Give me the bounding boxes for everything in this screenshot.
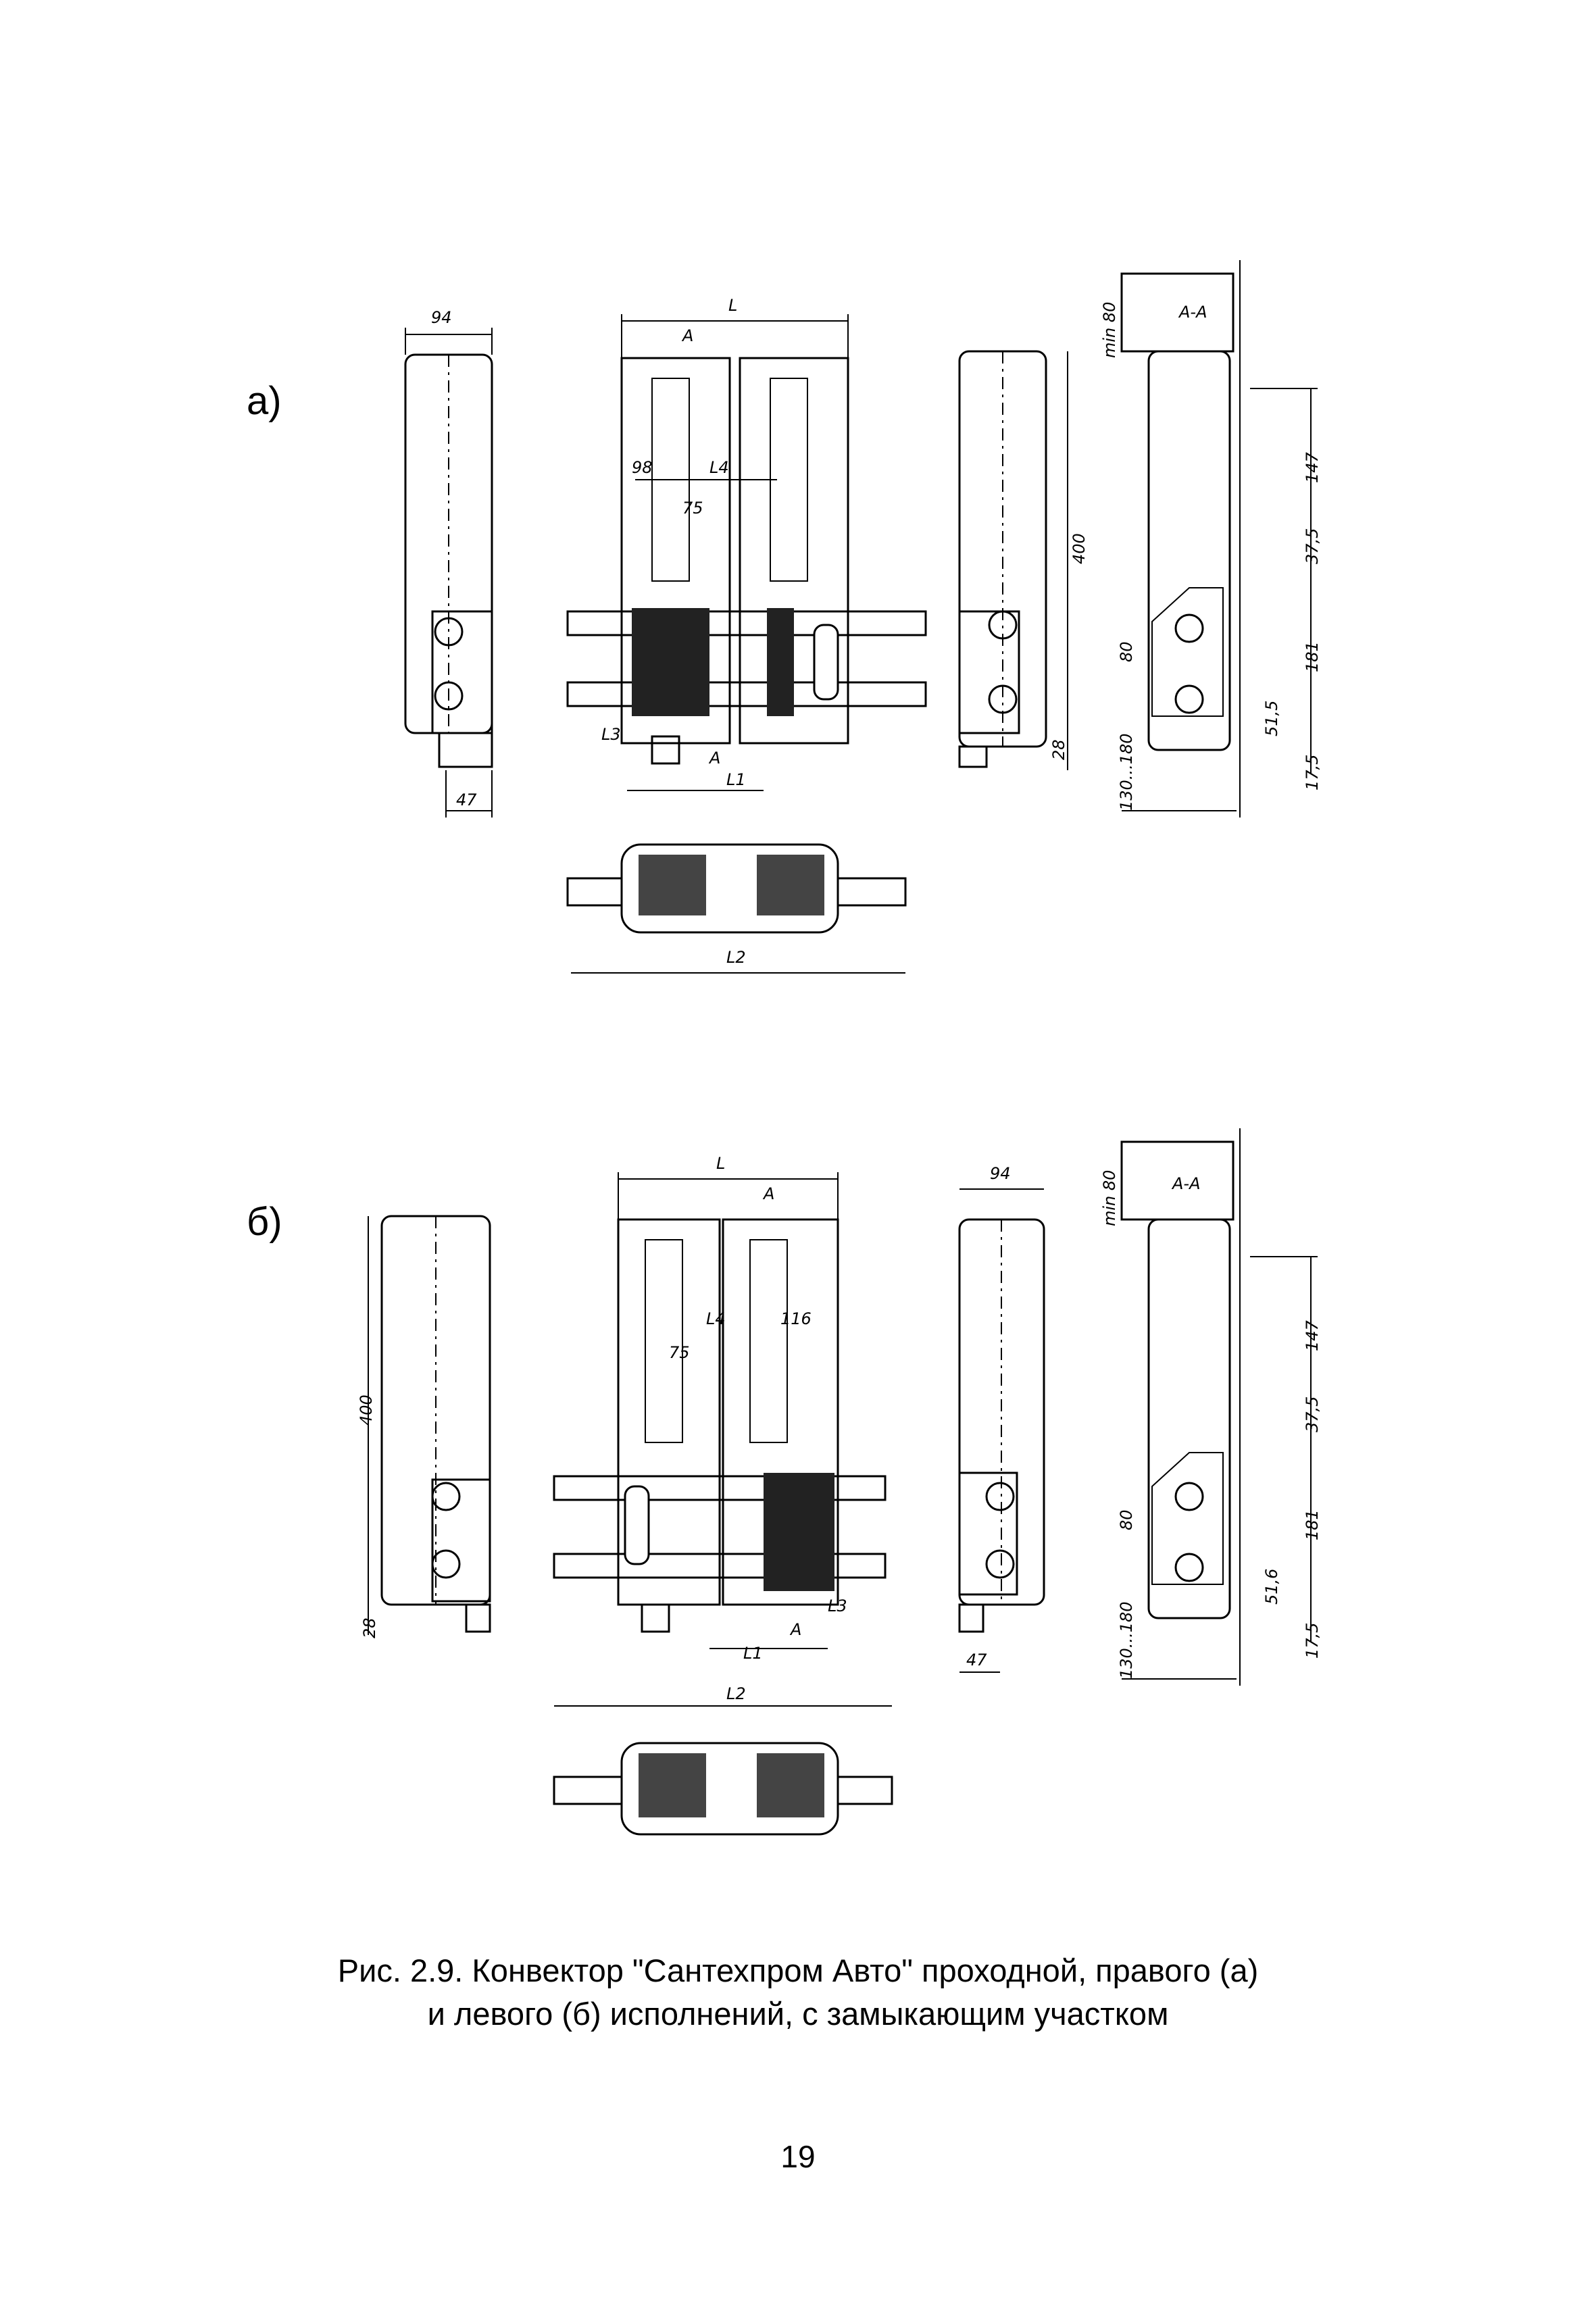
dim-47-a: 47	[456, 790, 477, 809]
dim-80-b: 80	[1117, 1509, 1136, 1530]
dim-28-b: 28	[360, 1617, 379, 1638]
dim-375-b: 37,5	[1303, 1397, 1322, 1432]
caption-line-1: Рис. 2.9. Конвектор "Сантехпром Авто" пр…	[337, 1953, 1259, 1988]
side-view-b-left: 400 28	[357, 1215, 491, 1638]
dim-L-a: L	[728, 296, 737, 315]
plan-view-a: L2	[566, 843, 907, 974]
dim-147-a: 147	[1303, 451, 1322, 483]
dim-75-a: 75	[682, 499, 703, 518]
drawing-a: 94 47 L A 98 L4 75	[404, 260, 1322, 974]
dim-94-b: 94	[990, 1164, 1011, 1183]
dim-L2-b: L2	[726, 1684, 746, 1703]
side-view-a-right: 400 28	[958, 350, 1089, 770]
variant-a-label: а)	[247, 379, 282, 423]
dim-175-b: 17,5	[1303, 1623, 1322, 1659]
dim-130-180-b: 130...180	[1117, 1601, 1136, 1679]
dim-400-b: 400	[357, 1394, 376, 1426]
dim-28-a: 28	[1049, 739, 1068, 760]
section-A-bottom-b: A	[789, 1620, 801, 1639]
dim-375-a: 37,5	[1303, 528, 1322, 564]
side-view-b-right: 94 47	[958, 1164, 1045, 1673]
dim-47-b: 47	[966, 1651, 987, 1669]
dim-L1-a: L1	[726, 770, 746, 789]
dim-516-b: 51,6	[1262, 1569, 1281, 1605]
section-A-top-b: A	[762, 1184, 774, 1203]
dim-116-b: 116	[780, 1309, 812, 1328]
section-AA-a: A-A min 80 147 37,5 181 51,5 17,5 80 130…	[1100, 260, 1322, 818]
side-view-a-left: 94 47	[404, 308, 493, 818]
drawing-b: 400 28 L A L4 116 75 L3 A L1	[357, 1128, 1322, 1836]
dim-min80-b: min 80	[1100, 1170, 1119, 1226]
dim-130-180-a: 130...180	[1117, 733, 1136, 811]
section-AA-label-a: A-A	[1178, 303, 1207, 322]
dim-181-b: 181	[1303, 1509, 1322, 1540]
section-AA-label-b: A-A	[1171, 1174, 1201, 1193]
dim-147-b: 147	[1303, 1319, 1322, 1351]
figure-caption: Рис. 2.9. Конвектор "Сантехпром Авто" пр…	[0, 1949, 1596, 2036]
page-number: 19	[780, 2139, 816, 2174]
dim-94-a: 94	[431, 308, 452, 327]
front-view-b: L A L4 116 75 L3 A L1	[553, 1154, 887, 1663]
dim-L1-b: L1	[743, 1644, 763, 1663]
dim-L3-a: L3	[601, 725, 621, 744]
dim-min80-a: min 80	[1100, 302, 1119, 358]
dim-L2-a: L2	[726, 948, 746, 967]
front-view-a: L A 98 L4 75 L3 A L1	[566, 296, 927, 791]
dim-L4-a: L4	[709, 458, 729, 477]
dim-L4-b: L4	[706, 1309, 726, 1328]
dim-400-a: 400	[1070, 533, 1089, 564]
dim-L-b: L	[716, 1154, 725, 1173]
dim-98-a: 98	[632, 458, 653, 477]
dim-181-a: 181	[1303, 641, 1322, 672]
caption-line-2: и левого (б) исполнений, с замыкающим уч…	[427, 1996, 1169, 2032]
dim-L3-b: L3	[828, 1596, 847, 1615]
dim-515-a: 51,5	[1262, 701, 1281, 736]
variant-b-label: б)	[247, 1200, 282, 1244]
section-AA-b: A-A min 80 147 37,5 181 51,6 17,5 80 130…	[1100, 1128, 1322, 1686]
section-A-bottom-a: A	[708, 749, 720, 768]
section-A-top-a: A	[681, 326, 693, 345]
dim-75-b: 75	[669, 1343, 690, 1362]
dim-80-a: 80	[1117, 641, 1136, 662]
dim-175-a: 17,5	[1303, 755, 1322, 790]
plan-view-b: L2	[553, 1684, 893, 1836]
